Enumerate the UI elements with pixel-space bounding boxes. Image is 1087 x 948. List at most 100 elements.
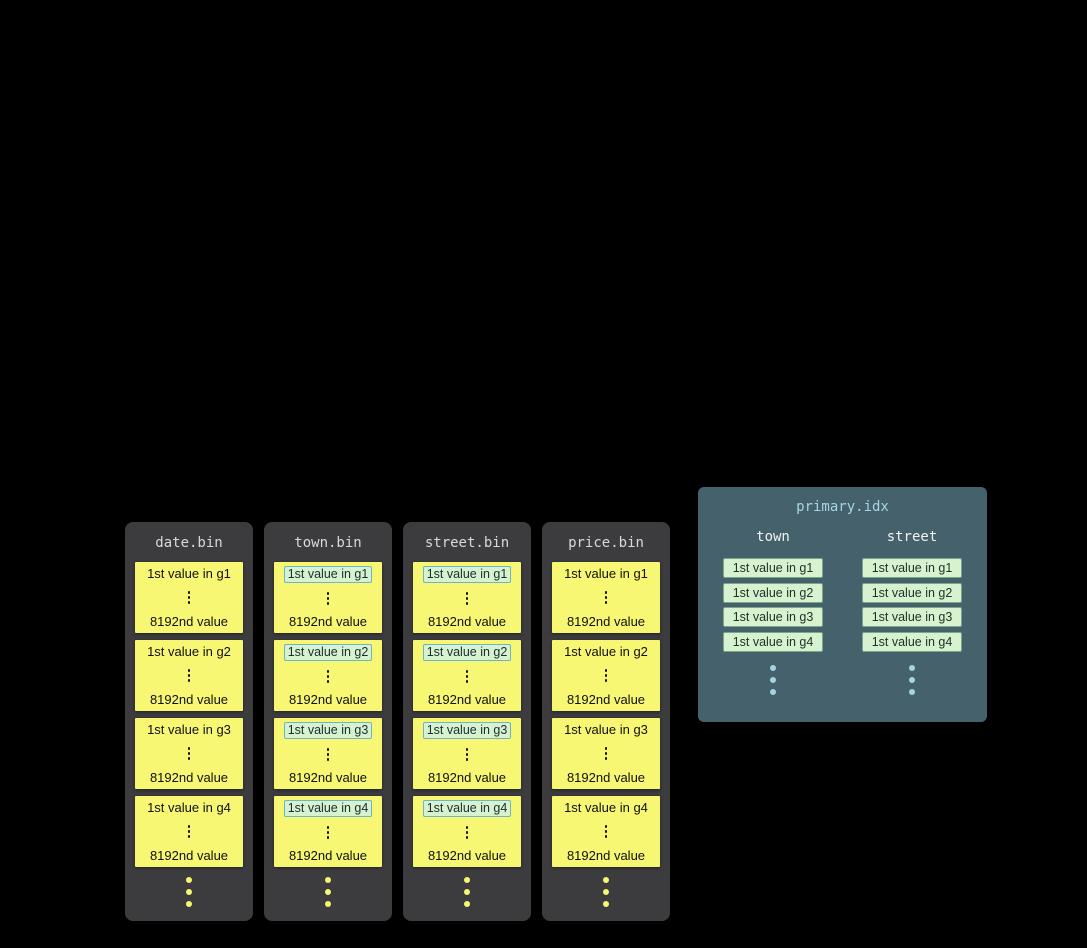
granule-last-value: 8192nd value (288, 614, 368, 629)
dot-icon (464, 901, 470, 907)
bin-file-title: town.bin (294, 535, 362, 551)
ellipsis-dots-icon (604, 669, 608, 682)
granule-last-value: 8192nd value (427, 848, 507, 863)
dot-icon (326, 826, 330, 829)
dot-icon (186, 889, 192, 895)
dot-icon (465, 675, 469, 678)
dot-icon (604, 596, 608, 599)
dot-icon (325, 901, 331, 907)
index-entry: 1st value in g2 (862, 582, 962, 603)
dot-icon (465, 602, 469, 605)
dot-icon (604, 669, 608, 672)
granule-last-value: 8192nd value (427, 692, 507, 707)
dot-icon (326, 836, 330, 839)
dot-icon (603, 877, 609, 883)
granule-first-value: 1st value in g2 (283, 644, 373, 661)
ellipsis-dots-icon (465, 592, 469, 605)
more-entries-dots-icon (723, 664, 823, 695)
dot-icon (187, 669, 191, 672)
dot-icon (603, 901, 609, 907)
index-column-header: street (886, 529, 938, 545)
primary-index-title: primary.idx (796, 499, 889, 515)
granule-first-value: 1st value in g3 (283, 722, 373, 739)
ellipsis-dots-icon (187, 669, 191, 682)
granule-last-value: 8192nd value (566, 614, 646, 629)
granule-block: 1st value in g1 8192nd value (552, 562, 660, 633)
dot-icon (326, 592, 330, 595)
dot-icon (187, 674, 191, 677)
granule-first-value: 1st value in g1 (422, 566, 512, 583)
ellipsis-dots-icon (187, 747, 191, 760)
index-entry: 1st value in g4 (723, 631, 823, 652)
bin-file-title: street.bin (424, 535, 510, 551)
dot-icon (603, 889, 609, 895)
dot-icon (604, 679, 608, 682)
more-entries-dots-icon (862, 664, 962, 695)
granule-first-value: 1st value in g2 (564, 644, 648, 659)
dot-icon (187, 679, 191, 682)
dot-icon (465, 680, 469, 683)
index-column-header: town (756, 529, 790, 545)
granule-first-value: 1st value in g4 (147, 800, 231, 815)
dot-icon (465, 753, 469, 756)
dot-icon (465, 592, 469, 595)
ellipsis-dots-icon (604, 825, 608, 838)
dot-icon (326, 748, 330, 751)
granule-first-value: 1st value in g2 (422, 644, 512, 661)
ellipsis-dots-icon (604, 747, 608, 760)
dot-icon (187, 747, 191, 750)
dot-icon (770, 676, 776, 683)
granule-first-value: 1st value in g3 (147, 722, 231, 737)
dot-icon (465, 670, 469, 673)
index-entry: 1st value in g3 (723, 607, 823, 627)
ellipsis-dots-icon (187, 825, 191, 838)
dot-icon (909, 664, 915, 671)
granule-block: 1st value in g2 8192nd value (552, 640, 660, 711)
dot-icon (187, 835, 191, 838)
dot-icon (604, 747, 608, 750)
index-entry: 1st value in g4 (862, 631, 962, 652)
dot-icon (326, 831, 330, 834)
ellipsis-dots-icon (465, 670, 469, 683)
dot-icon (909, 676, 915, 683)
granule-last-value: 8192nd value (566, 848, 646, 863)
ellipsis-dots-icon (465, 748, 469, 761)
more-granules-dots-icon (403, 877, 531, 907)
granule-block: 1st value in g1 8192nd value (274, 562, 382, 633)
granule-first-value: 1st value in g2 (147, 644, 231, 659)
dot-icon (187, 757, 191, 760)
dot-icon (186, 901, 192, 907)
granule-first-value: 1st value in g1 (283, 566, 373, 583)
dot-icon (465, 831, 469, 834)
dot-icon (465, 826, 469, 829)
granule-last-value: 8192nd value (566, 692, 646, 707)
granule-first-value: 1st value in g1 (564, 566, 648, 581)
dot-icon (465, 758, 469, 761)
dot-icon (465, 748, 469, 751)
dot-icon (187, 752, 191, 755)
dot-icon (326, 597, 330, 600)
ellipsis-dots-icon (187, 591, 191, 604)
dot-icon (326, 758, 330, 761)
dot-icon (604, 674, 608, 677)
granule-first-value: 1st value in g4 (283, 800, 373, 817)
dot-icon (187, 591, 191, 594)
dot-icon (464, 877, 470, 883)
index-entry: 1st value in g3 (862, 607, 962, 627)
granule-first-value: 1st value in g3 (422, 722, 512, 739)
granule-last-value: 8192nd value (288, 848, 368, 863)
granule-first-value: 1st value in g1 (147, 566, 231, 581)
index-entry: 1st value in g2 (723, 582, 823, 603)
